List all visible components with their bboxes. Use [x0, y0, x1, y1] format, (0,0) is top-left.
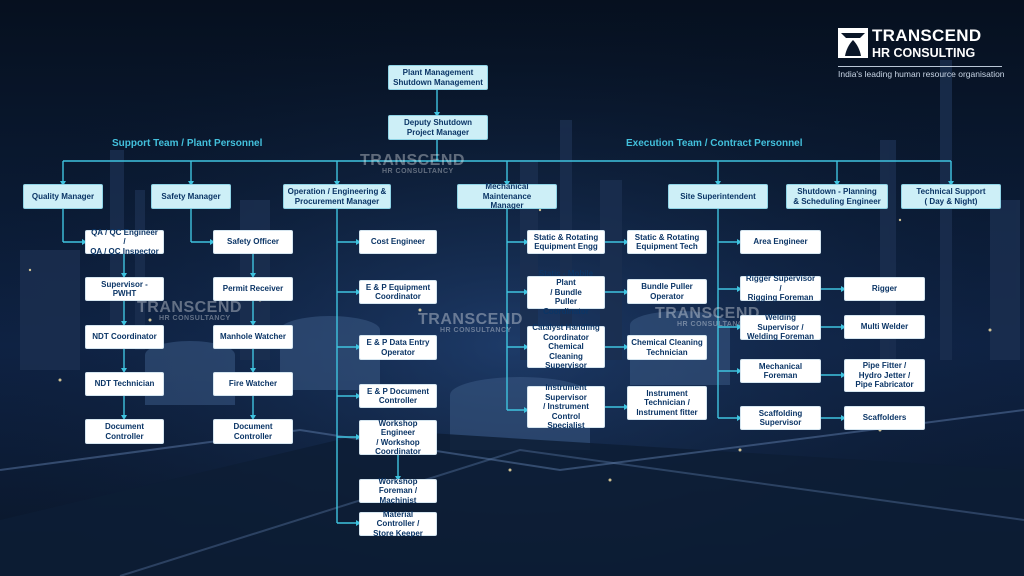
logo-subname: HR CONSULTING	[872, 46, 975, 60]
welding-supervisor-box: Welding Supervisor / Welding Foreman	[740, 315, 821, 340]
ep-equipment-coordinator-box: E & P Equipment Coordinator	[359, 280, 437, 304]
mechanical-foreman-box: Mechanical Foreman	[740, 359, 821, 383]
ndt-coordinator-box: NDT Coordinator	[85, 325, 164, 349]
chemical-cleaning-technician-box: Chemical Cleaning Technician	[627, 335, 707, 360]
supervisor-pwht-box: Supervisor - PWHT	[85, 277, 164, 301]
material-controller-box: Material Controller / Store Keeper	[359, 512, 437, 536]
logo-divider	[838, 66, 1002, 67]
safety-officer-box: Safety Officer	[213, 230, 293, 254]
cost-engineer-box: Cost Engineer	[359, 230, 437, 254]
instrument-technician-box: Instrument Technician / Instrument fitte…	[627, 386, 707, 420]
static-rotating-tech-box: Static & Rotating Equipment Tech	[627, 230, 707, 254]
pipe-fitter-box: Pipe Fitter / Hydro Jetter / Pipe Fabric…	[844, 359, 925, 392]
multi-welder-box: Multi Welder	[844, 315, 925, 339]
fire-watcher-box: Fire Watcher	[213, 372, 293, 396]
bundle-puller-coordinator-box: Static - Mobile Plant / Bundle Puller Co…	[527, 276, 605, 309]
mechanical-manager-box: Mechanical Maintenance Manager	[457, 184, 557, 209]
permit-receiver-box: Permit Receiver	[213, 277, 293, 301]
document-controller-box: Document Controller	[213, 419, 293, 444]
qa-qc-engineer-box: QA / QC Engineer / QA / QC Inspector	[85, 230, 164, 254]
plant-management-box: Plant Management Shutdown Management	[388, 65, 488, 90]
deputy-shutdown-manager-box: Deputy Shutdown Project Manager	[388, 115, 488, 140]
workshop-foreman-box: Workshop Foreman / Machinist	[359, 479, 437, 503]
scaffolding-supervisor-box: Scaffolding Supervisor	[740, 406, 821, 430]
ep-data-entry-operator-box: E & P Data Entry Operator	[359, 335, 437, 360]
static-rotating-engg-box: Static & Rotating Equipment Engg	[527, 230, 605, 254]
transcend-logo-mark-icon	[838, 28, 868, 58]
bundle-puller-operator-box: Bundle Puller Operator	[627, 279, 707, 304]
document-controller-box: Document Controller	[85, 419, 164, 444]
ep-document-controller-box: E & P Document Controller	[359, 384, 437, 408]
operation-manager-box: Operation / Engineering & Procurement Ma…	[283, 184, 391, 209]
company-logo: TRANSCEND HR CONSULTING India's leading …	[836, 26, 1004, 82]
scaffolders-box: Scaffolders	[844, 406, 925, 430]
instrument-supervisor-box: Instrument Supervisor / Instrument Contr…	[527, 386, 605, 428]
execution-team-label: Execution Team / Contract Personnel	[626, 138, 803, 149]
logo-name: TRANSCEND	[872, 26, 981, 46]
manhole-watcher-box: Manhole Watcher	[213, 325, 293, 349]
rigger-supervisor-box: Rigger Supervisor / Rigging Foreman	[740, 276, 821, 301]
rigger-box: Rigger	[844, 277, 925, 301]
catalyst-handling-box: Catalyst Handling Coordinator Chemical C…	[527, 326, 605, 368]
area-engineer-box: Area Engineer	[740, 230, 821, 254]
safety-manager-box: Safety Manager	[151, 184, 231, 209]
site-superintendent-box: Site Superintendent	[668, 184, 768, 209]
shutdown-planning-box: Shutdown - Planning & Scheduling Enginee…	[786, 184, 888, 209]
support-team-label: Support Team / Plant Personnel	[112, 138, 262, 149]
technical-support-box: Technical Support ( Day & Night)	[901, 184, 1001, 209]
quality-manager-box: Quality Manager	[23, 184, 103, 209]
ndt-technician-box: NDT Technician	[85, 372, 164, 396]
workshop-engineer-box: Workshop Engineer / Workshop Coordinator	[359, 420, 437, 455]
logo-tagline: India's leading human resource organisat…	[838, 69, 1005, 79]
